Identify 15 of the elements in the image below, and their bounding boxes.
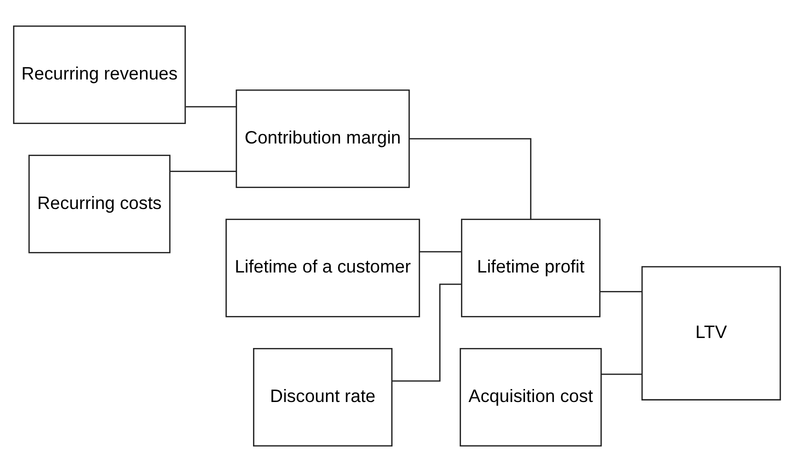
connector bbox=[186, 106, 236, 107]
connector bbox=[419, 250, 462, 252]
node-box: Recurring revenues bbox=[13, 24, 186, 124]
node-box: Contribution margin bbox=[236, 88, 410, 188]
node-box: Lifetime of a customer bbox=[226, 218, 420, 317]
node-box: Recurring costs bbox=[28, 154, 170, 253]
connector bbox=[170, 170, 236, 172]
connector bbox=[600, 290, 642, 292]
connector bbox=[392, 283, 462, 382]
node-box: LTV bbox=[641, 266, 781, 400]
node-box: Discount rate bbox=[253, 347, 393, 446]
node-box: Lifetime profit bbox=[461, 218, 600, 317]
connector bbox=[602, 373, 642, 374]
node-box: Acquisition cost bbox=[460, 347, 602, 446]
connector bbox=[409, 138, 532, 219]
